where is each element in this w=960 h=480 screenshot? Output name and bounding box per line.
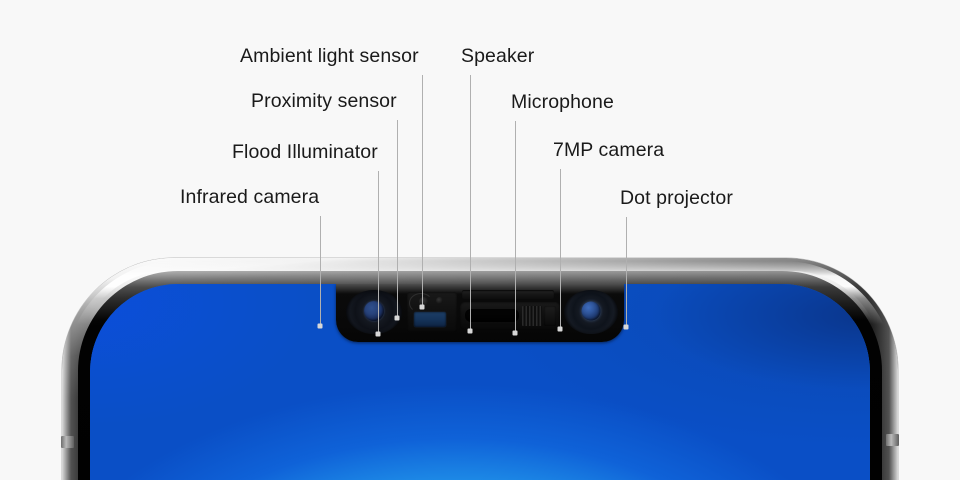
speaker-component <box>465 309 519 322</box>
leader-endpoint-microphone <box>512 330 518 336</box>
proximity-sensor-component <box>419 297 428 306</box>
leader-endpoint-speaker <box>467 328 473 334</box>
leader-line-7mp-camera <box>560 169 562 329</box>
callout-label-infrared-camera: Infrared camera <box>180 186 320 208</box>
callout-label-7mp-camera: 7MP camera <box>553 139 665 161</box>
callout-label-dot-projector: Dot projector <box>620 187 733 209</box>
ambient-light-sensor-component <box>462 290 554 299</box>
side-button-right[interactable] <box>886 434 899 446</box>
microphone-component <box>544 306 556 326</box>
leader-line-ambient-light-sensor <box>422 75 424 307</box>
leader-endpoint-ambient-light-sensor <box>419 304 425 310</box>
speaker-housing <box>460 302 560 330</box>
infrared-camera-lens <box>364 301 384 322</box>
leader-line-speaker <box>470 75 472 331</box>
callout-label-microphone: Microphone <box>511 91 614 113</box>
infrared-camera-component <box>346 290 402 334</box>
leader-endpoint-dot-projector <box>623 324 629 330</box>
7mp-camera-component <box>564 290 618 334</box>
leader-endpoint-7mp-camera <box>557 326 563 332</box>
leader-endpoint-infrared-camera <box>317 323 323 329</box>
speaker-grille-ribs <box>522 306 542 326</box>
callout-label-ambient-light-sensor: Ambient light sensor <box>240 45 419 67</box>
volume-button-left[interactable] <box>61 436 74 448</box>
proximity-sensor-arc <box>409 293 433 313</box>
leader-line-proximity-sensor <box>397 120 399 318</box>
leader-line-microphone <box>515 121 517 333</box>
proximity-sensor-emitter <box>436 297 443 304</box>
callout-label-flood-illuminator: Flood Illuminator <box>232 141 378 163</box>
leader-line-dot-projector <box>626 217 628 327</box>
leader-endpoint-flood-illuminator <box>375 331 381 337</box>
leader-line-infrared-camera <box>320 216 322 326</box>
callout-label-proximity-sensor: Proximity sensor <box>251 90 397 112</box>
flood-illuminator-component <box>407 292 457 332</box>
7mp-camera-lens <box>581 301 601 321</box>
leader-line-flood-illuminator <box>378 171 380 334</box>
display-screen <box>90 284 870 480</box>
iphone-x-device <box>61 258 899 480</box>
callout-label-speaker: Speaker <box>461 45 535 67</box>
truedepth-sensor-array <box>344 290 618 334</box>
leader-endpoint-proximity-sensor <box>394 315 400 321</box>
flood-illuminator-emitter <box>414 312 446 327</box>
